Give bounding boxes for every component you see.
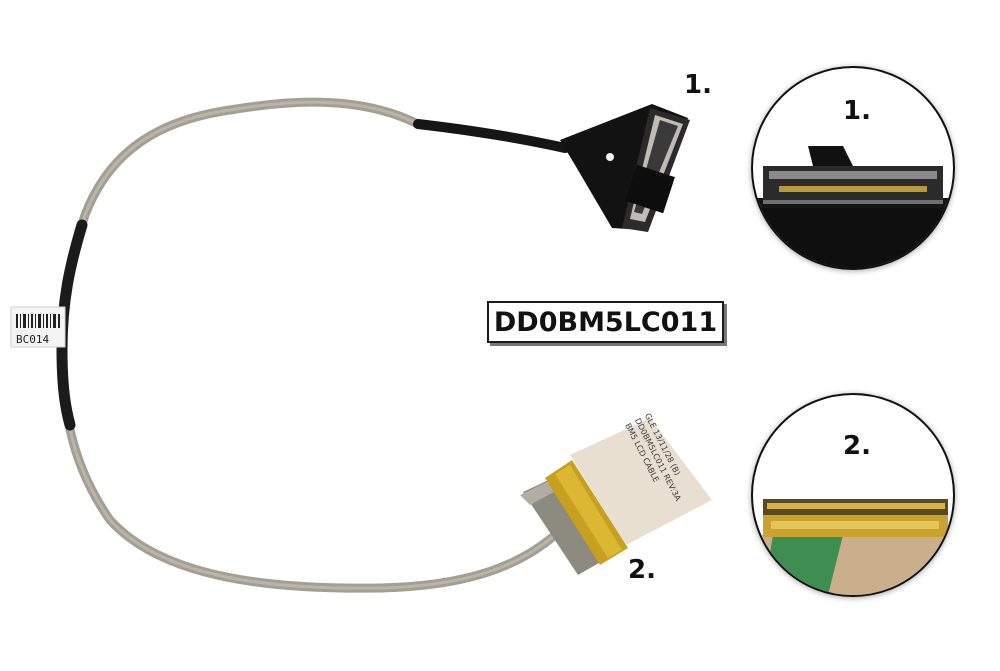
zoom-inset-connector-1: 1. <box>751 66 955 270</box>
zoom-1-label: 1. <box>843 96 871 126</box>
black-wrap-top <box>413 119 570 153</box>
part-number-label: DD0BM5LC011 <box>487 301 724 343</box>
zoom-2-image <box>753 499 953 595</box>
zoom-2-label: 2. <box>843 431 871 461</box>
zoom-inset-connector-2: 2. <box>751 393 955 597</box>
connector-2: BM5 LCD CABLE DD0BM5LC011 REV:3A GLE 13/… <box>520 412 712 575</box>
cable-loop <box>57 97 560 593</box>
zoom-1-image <box>753 146 953 268</box>
barcode-label-text: BC014 <box>16 333 49 346</box>
barcode-sticker: BC014 <box>10 306 66 348</box>
connector-1 <box>560 104 690 232</box>
callout-connector-1: 1. <box>684 70 712 100</box>
callout-connector-2: 2. <box>628 555 656 585</box>
